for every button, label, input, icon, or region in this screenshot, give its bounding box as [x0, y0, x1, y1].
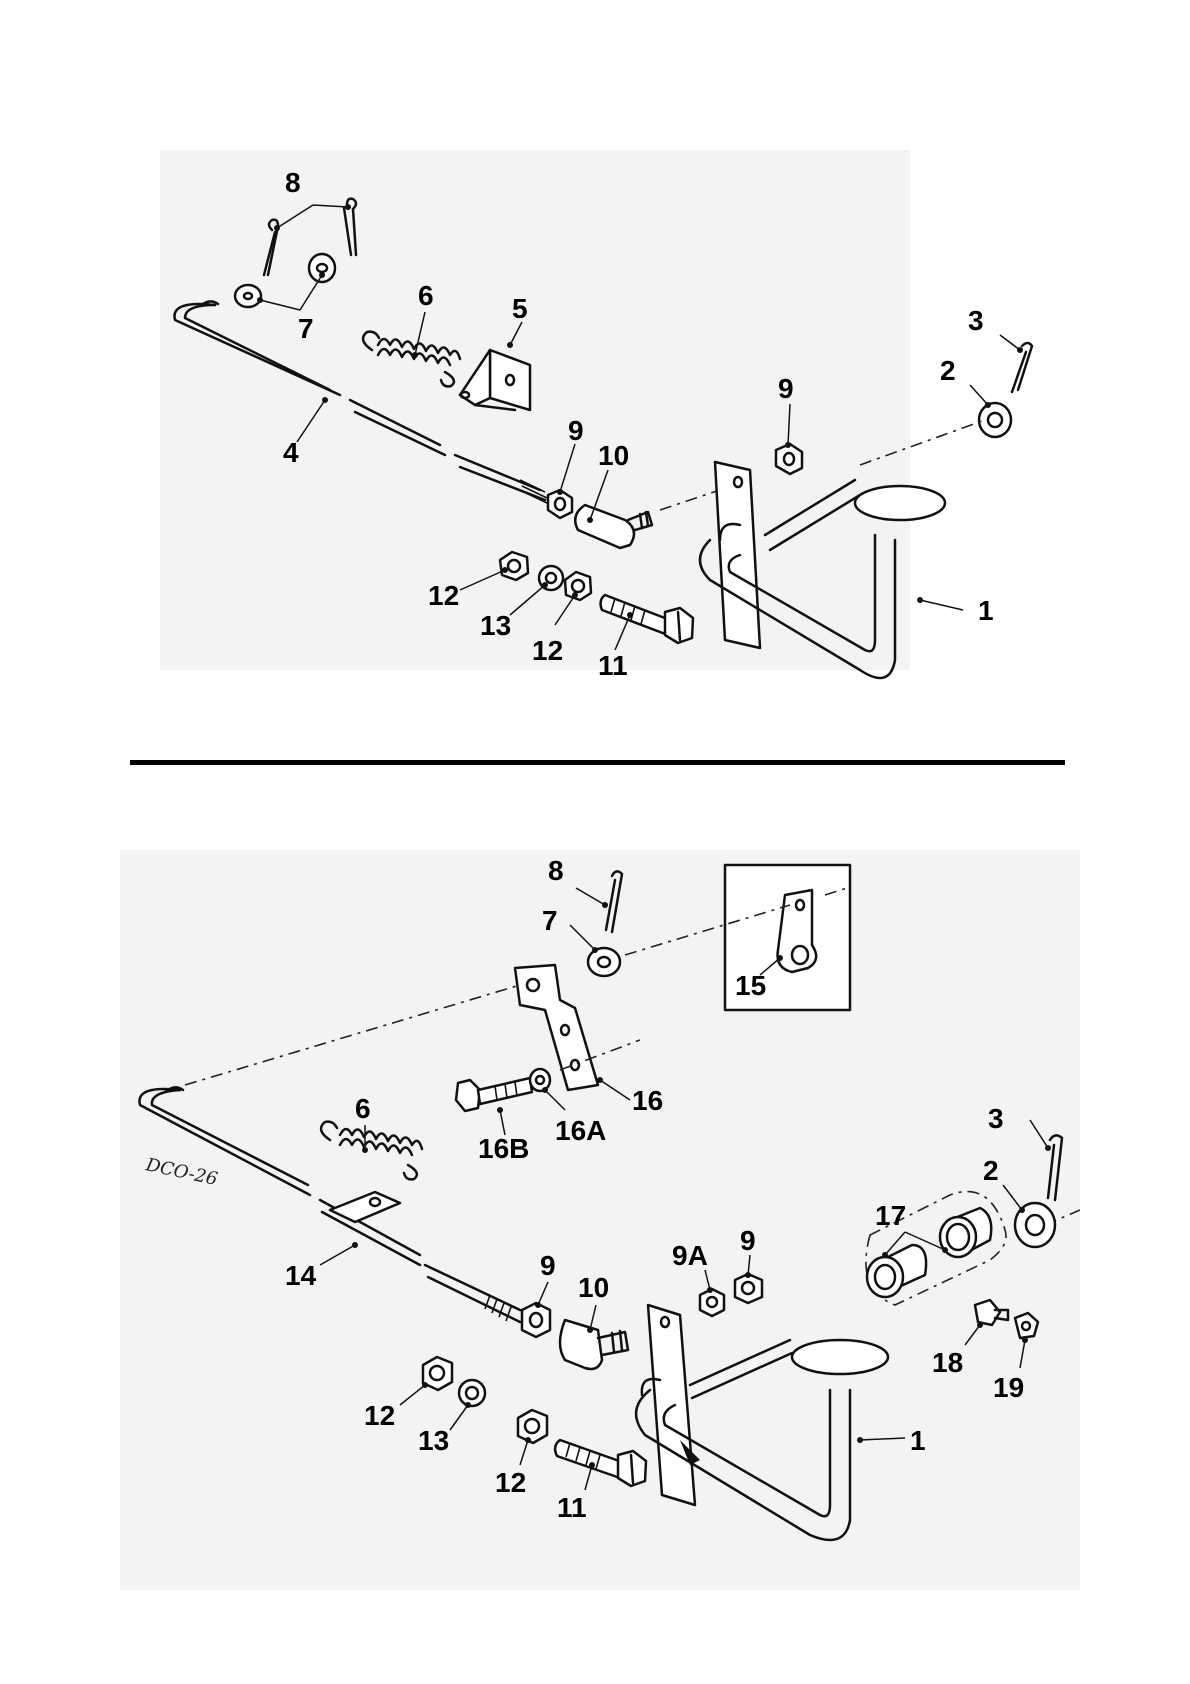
label-part-9-floating: 9 [778, 373, 794, 404]
label-part-8-bottom: 8 [548, 855, 564, 886]
section-divider [130, 760, 1065, 765]
label-part-11: 11 [598, 650, 628, 681]
washer-part-7-left [235, 285, 261, 307]
label-part-13: 13 [480, 610, 511, 641]
label-part-8: 8 [285, 167, 301, 198]
nut-part-9-floating [776, 444, 802, 474]
label-part-9-floating-bottom: 9 [740, 1225, 756, 1256]
label-part-18: 18 [932, 1347, 963, 1378]
nut-part-12-top-a [500, 552, 528, 580]
washer-part-16A [530, 1069, 550, 1091]
label-part-16: 16 [632, 1085, 663, 1116]
label-part-7-bottom: 7 [542, 905, 558, 936]
label-part-12-bottom-a: 12 [364, 1400, 395, 1431]
label-part-4: 4 [283, 437, 299, 468]
label-part-12-a: 12 [428, 580, 459, 611]
washer-part-2-top [979, 403, 1011, 437]
label-part-12-bottom-b: 12 [495, 1467, 526, 1498]
nut-part-9-floating-bottom [735, 1274, 762, 1303]
label-part-10: 10 [598, 440, 629, 471]
label-part-3-bottom: 3 [988, 1103, 1004, 1134]
label-part-13-bottom: 13 [418, 1425, 449, 1456]
lock-washer-part-9A [700, 1289, 724, 1316]
label-part-17: 17 [875, 1200, 906, 1231]
label-part-1: 1 [978, 595, 994, 626]
label-part-3: 3 [968, 305, 984, 336]
nut-part-9-rod-bottom [522, 1303, 550, 1337]
washer-part-7-bottom [588, 948, 620, 976]
nut-part-12-bottom-b [518, 1410, 547, 1443]
label-part-7: 7 [298, 313, 314, 344]
washer-part-13-bottom [459, 1380, 485, 1406]
label-part-2-bottom: 2 [983, 1155, 999, 1186]
label-part-5: 5 [512, 293, 528, 324]
label-part-9-rod-bottom: 9 [540, 1250, 556, 1281]
label-part-15: 15 [735, 970, 766, 1001]
label-part-14: 14 [285, 1260, 317, 1291]
label-part-6: 6 [418, 280, 434, 311]
label-part-16A: 16A [555, 1115, 606, 1146]
scan-panel-top [160, 150, 910, 670]
label-part-10-bottom: 10 [578, 1272, 609, 1303]
label-part-19: 19 [993, 1372, 1024, 1403]
label-part-16B: 16B [478, 1133, 529, 1164]
label-part-12-b: 12 [532, 635, 563, 666]
label-part-6-bottom: 6 [355, 1093, 371, 1124]
label-part-2: 2 [940, 355, 956, 386]
label-part-9A: 9A [672, 1240, 708, 1271]
label-part-9-rod: 9 [568, 415, 584, 446]
label-part-1-bottom: 1 [910, 1425, 926, 1456]
nut-part-12-top-b [565, 572, 591, 600]
label-part-11-bottom: 11 [557, 1492, 587, 1523]
